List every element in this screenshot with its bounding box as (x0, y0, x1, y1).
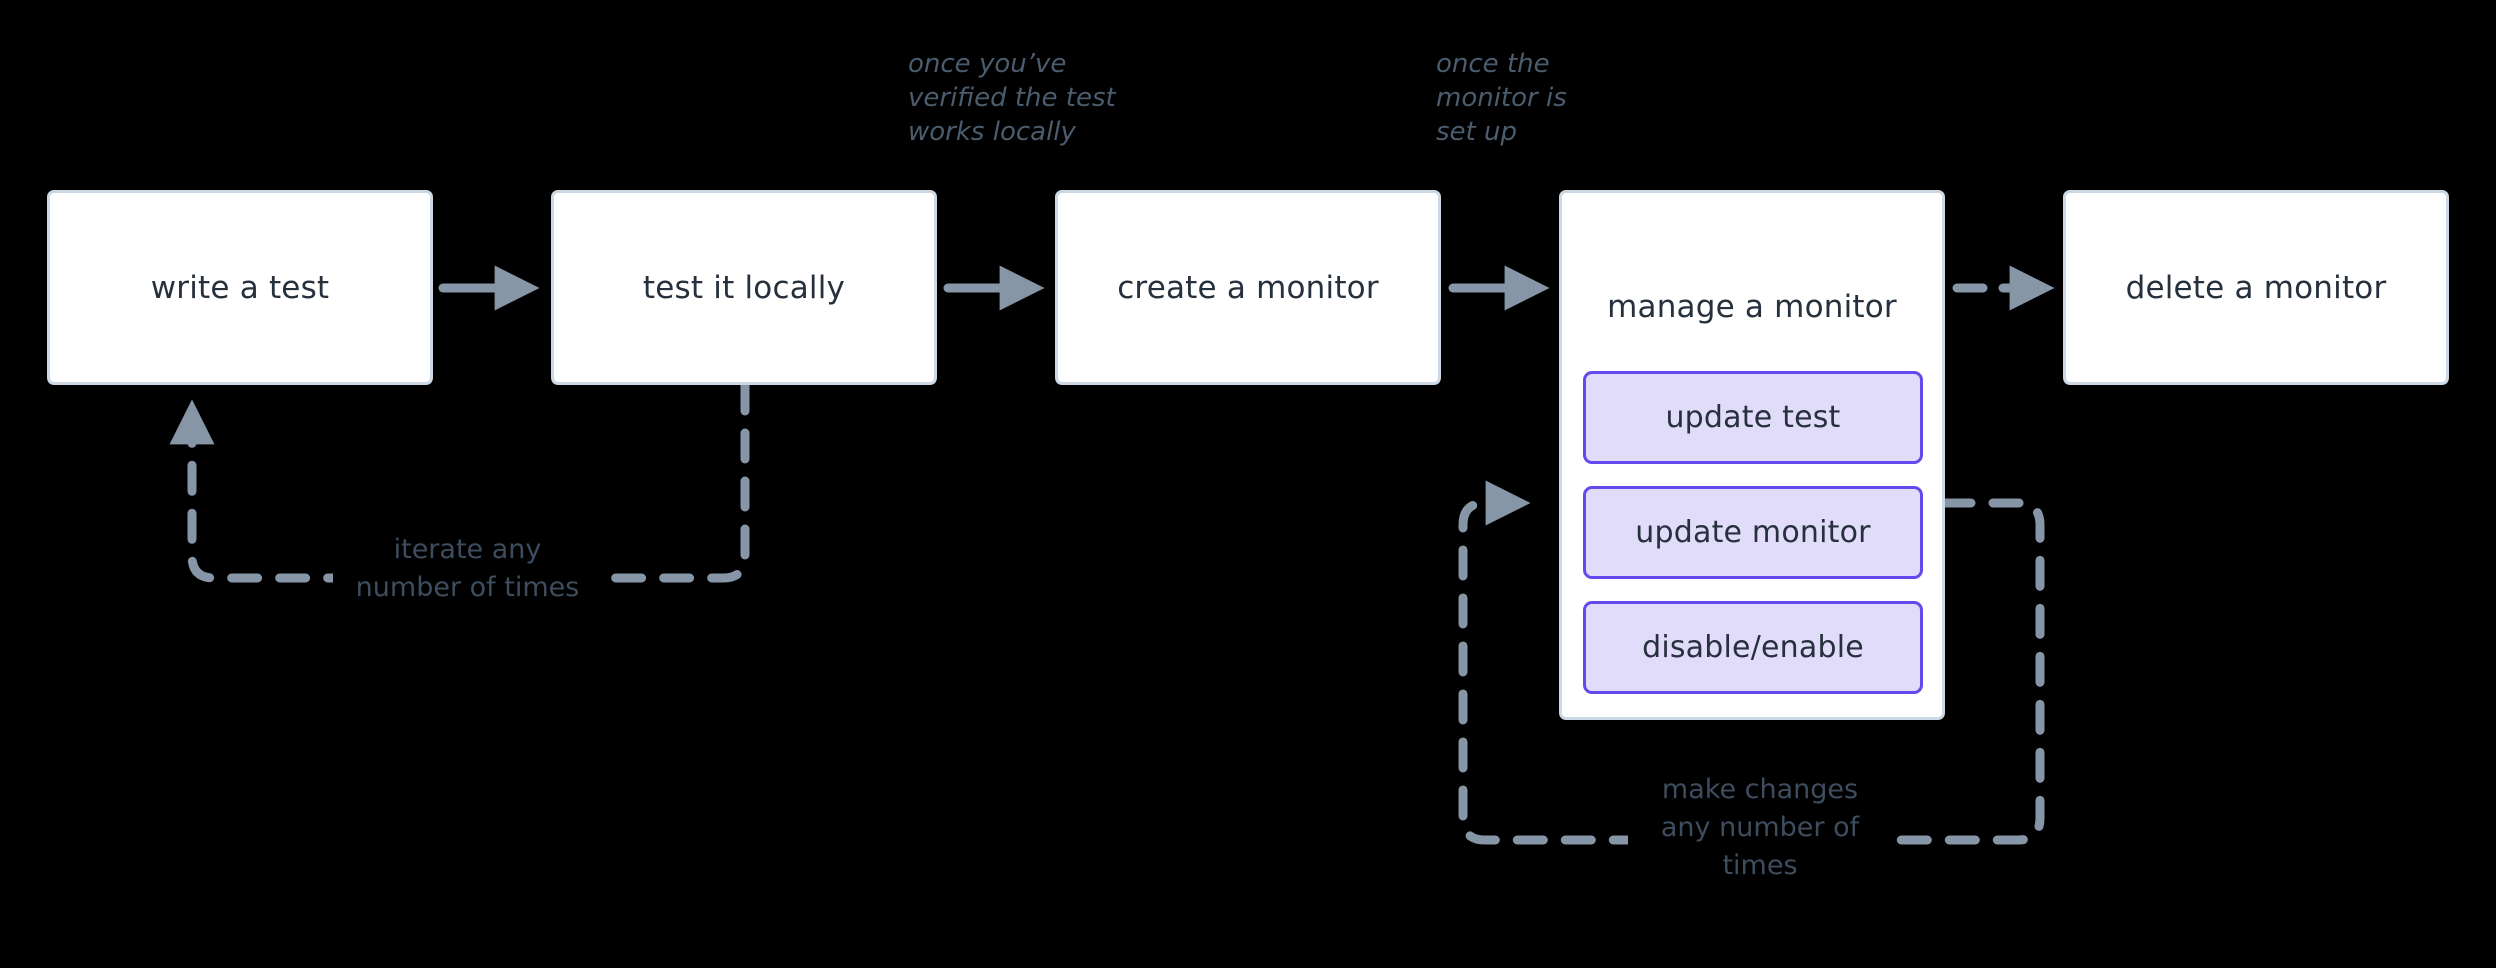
subnode-disable-enable[interactable]: disable/enable (1583, 601, 1923, 694)
node-label: delete a monitor (2125, 269, 2387, 306)
label-make-changes-any-number-of-times: make changes any number of times (1628, 771, 1892, 885)
node-label: write a test (150, 269, 330, 306)
node-manage-a-monitor[interactable]: manage a monitor update test update moni… (1559, 190, 1945, 720)
node-label: test it locally (642, 269, 846, 306)
subnode-label: disable/enable (1642, 630, 1864, 665)
edge-manage-self-loop (1458, 480, 2045, 845)
label-iterate-any-number-of-times: iterate any number of times (333, 531, 602, 607)
node-test-it-locally[interactable]: test it locally (551, 190, 937, 385)
note-once-monitor-set-up: once the monitor is set up (1436, 49, 1567, 147)
node-write-a-test[interactable]: write a test (47, 190, 433, 385)
subnode-label: update test (1665, 400, 1841, 435)
subnode-label: update monitor (1635, 515, 1871, 550)
subnode-update-test[interactable]: update test (1583, 371, 1923, 464)
node-label: manage a monitor (1607, 289, 1897, 325)
node-delete-a-monitor[interactable]: delete a monitor (2063, 190, 2449, 385)
subnode-update-monitor[interactable]: update monitor (1583, 486, 1923, 579)
note-once-verified: once you’ve verified the test works loca… (908, 49, 1116, 147)
node-label: create a monitor (1117, 269, 1379, 306)
node-create-a-monitor[interactable]: create a monitor (1055, 190, 1441, 385)
